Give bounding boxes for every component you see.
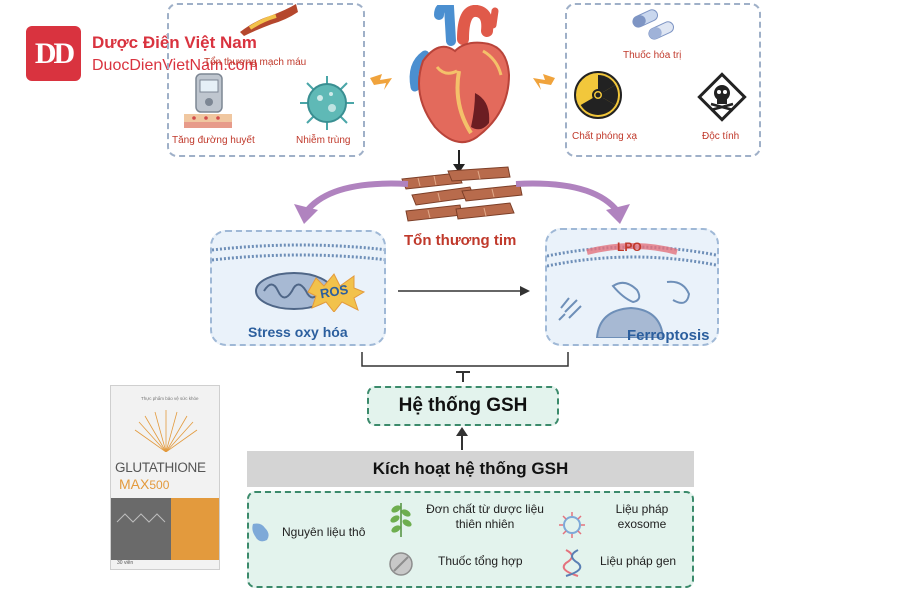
virus-icon bbox=[300, 76, 354, 130]
cause-vascular-label: Tổn thương mạch máu bbox=[204, 57, 307, 68]
purple-arrow-right bbox=[515, 180, 630, 224]
product-name-bottom: MAX500 bbox=[119, 476, 169, 492]
molecule-icon bbox=[116, 513, 166, 523]
methods-box bbox=[247, 491, 694, 588]
product-orange-band bbox=[171, 498, 219, 560]
arrow-heart-down bbox=[453, 150, 465, 173]
lightning-right-icon bbox=[533, 74, 555, 90]
product-name-500: 500 bbox=[149, 478, 170, 492]
product-name-max: MAX bbox=[119, 476, 150, 492]
arrow-activate-up bbox=[456, 427, 468, 450]
method-raw-label: Nguyên liệu thô bbox=[282, 525, 366, 539]
dna-icon bbox=[562, 549, 582, 577]
method-synthetic-label: Thuốc tổng hợp bbox=[438, 554, 523, 568]
lightning-left-icon bbox=[370, 74, 392, 90]
inhibition-bracket bbox=[361, 352, 569, 382]
cause-chemo-label: Thuốc hóa trị bbox=[623, 50, 682, 61]
brand-logo: DD bbox=[26, 26, 81, 81]
ros-burst-icon bbox=[307, 273, 366, 312]
skull-toxin-icon bbox=[697, 72, 747, 122]
cause-hyperglycemia-label: Tăng đường huyết bbox=[172, 135, 255, 146]
product-name-top: GLUTATHIONE bbox=[115, 460, 206, 475]
exosome-icon bbox=[559, 512, 585, 538]
arrow-stress-to-ferroptosis bbox=[398, 286, 530, 296]
cause-radiation-label: Chất phóng xạ bbox=[572, 131, 638, 142]
ferroptosis-label: Ferroptosis bbox=[627, 327, 710, 344]
brand-name: Dược Điển Việt Nam bbox=[92, 33, 257, 52]
heart-icon bbox=[409, 5, 511, 144]
glucose-meter-icon bbox=[184, 73, 232, 128]
product-count: 30 viên bbox=[117, 560, 134, 566]
method-herbal-label: Đơn chất từ dược liệu thiên nhiên bbox=[426, 502, 544, 531]
stress-label: Stress oxy hóa bbox=[248, 324, 348, 340]
raw-material-icon bbox=[252, 523, 269, 542]
brand-url: DuocDienVietNam.com bbox=[92, 57, 258, 74]
cause-infection-label: Nhiễm trùng bbox=[296, 135, 351, 146]
purple-arrow-left bbox=[294, 180, 409, 224]
activate-gsh-bar: Kích hoạt hệ thống GSH bbox=[247, 451, 694, 487]
method-exosome-label: Liệu pháp exosome bbox=[615, 502, 669, 531]
pill-tablet-icon bbox=[389, 552, 413, 576]
causes-left-box bbox=[167, 3, 365, 157]
product-box: Thực phẩm bảo vệ sức khỏe GLUTATHIONE MA… bbox=[110, 385, 220, 570]
cause-toxin-label: Độc tính bbox=[702, 131, 740, 142]
herb-icon bbox=[390, 503, 412, 537]
damaged-organelles-icon bbox=[558, 280, 691, 338]
blood-vessel-icon bbox=[240, 4, 298, 36]
membrane-icon bbox=[212, 243, 384, 262]
ferroptosis-cell-box: LPO Ferroptosis bbox=[545, 228, 719, 346]
radiation-icon bbox=[574, 71, 622, 119]
sunburst-icon bbox=[134, 410, 198, 452]
gsh-system-box: Hệ thống GSH bbox=[367, 386, 559, 426]
lpo-label: LPO bbox=[617, 240, 642, 254]
method-gene-label: Liệu pháp gen bbox=[600, 554, 677, 568]
cardiomyocytes-icon bbox=[401, 166, 523, 222]
product-top-text: Thực phẩm bảo vệ sức khỏe bbox=[141, 396, 199, 401]
mitochondria-icon bbox=[255, 272, 333, 310]
pills-icon bbox=[632, 9, 675, 40]
membrane-damaged-icon bbox=[547, 243, 717, 268]
heart-damage-label: Tổn thương tim bbox=[404, 232, 517, 249]
stress-cell-box: ROS Stress oxy hóa bbox=[210, 230, 386, 346]
causes-right-box bbox=[565, 3, 761, 157]
